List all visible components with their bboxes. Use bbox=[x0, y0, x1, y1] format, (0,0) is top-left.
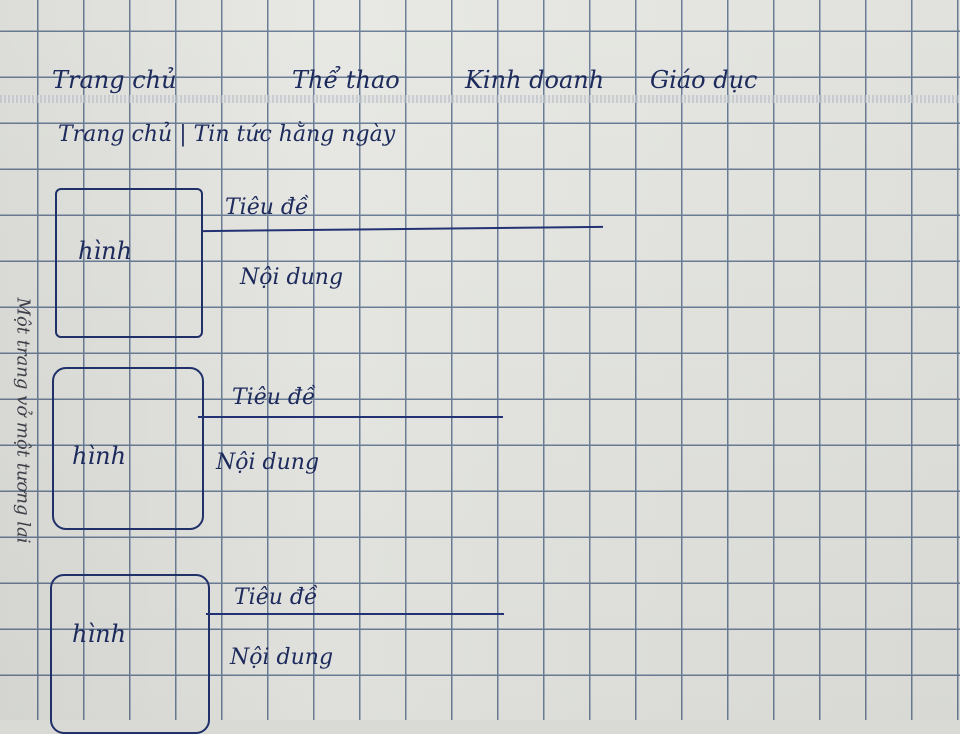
breadcrumb: Trang chủ | Tin tức hằng ngày bbox=[58, 122, 396, 147]
article-1-image-label: hình bbox=[78, 237, 133, 265]
article-2-content: Nội dung bbox=[216, 450, 320, 475]
article-2-divider bbox=[198, 416, 503, 418]
article-3-title[interactable]: Tiêu đề bbox=[234, 585, 318, 610]
article-3-image[interactable] bbox=[50, 574, 210, 734]
article-3-divider bbox=[206, 613, 504, 615]
article-1-content: Nội dung bbox=[240, 265, 344, 290]
paper-fold bbox=[0, 95, 960, 103]
nav-business[interactable]: Kinh doanh bbox=[465, 66, 605, 94]
article-1-image[interactable] bbox=[55, 188, 203, 338]
article-2-image[interactable] bbox=[52, 367, 204, 530]
article-2-image-label: hình bbox=[72, 442, 127, 470]
nav-sports[interactable]: Thể thao bbox=[292, 66, 400, 94]
nav-home[interactable]: Trang chủ bbox=[52, 66, 177, 94]
article-3-content: Nội dung bbox=[230, 645, 334, 670]
nav-education[interactable]: Giáo dục bbox=[650, 66, 758, 94]
article-2-title[interactable]: Tiêu đề bbox=[232, 385, 316, 410]
article-3-image-label: hình bbox=[72, 620, 127, 648]
article-1-title[interactable]: Tiêu đề bbox=[225, 195, 309, 220]
margin-note: Một trang vở một tương lai bbox=[12, 297, 34, 544]
